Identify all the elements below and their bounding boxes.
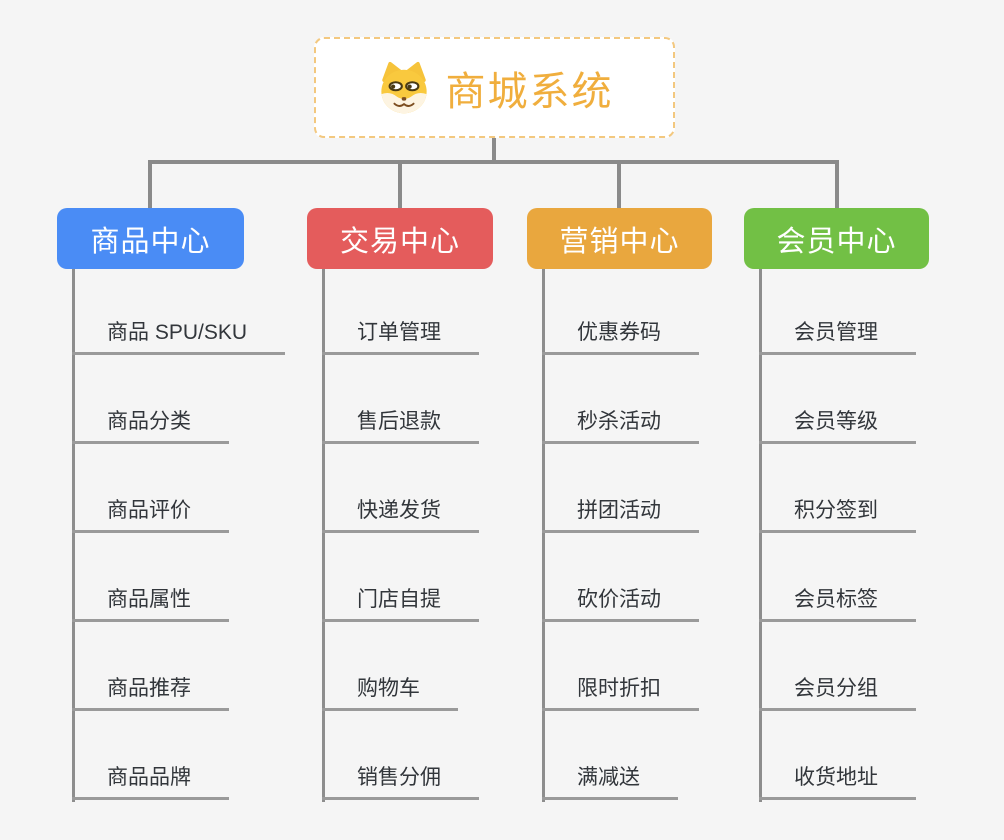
- leaf-node[interactable]: 商品推荐: [72, 675, 229, 711]
- leaf-node[interactable]: 销售分佣: [322, 764, 479, 800]
- leaf-node[interactable]: 拼团活动: [542, 497, 699, 533]
- leaf-node[interactable]: 商品品牌: [72, 764, 229, 800]
- leaf-node[interactable]: 收货地址: [759, 764, 916, 800]
- branch-node-product[interactable]: 商品中心: [57, 208, 244, 269]
- leaf-node[interactable]: 售后退款: [322, 408, 479, 444]
- leaf-node[interactable]: 秒杀活动: [542, 408, 699, 444]
- leaf-node[interactable]: 满减送: [542, 764, 678, 800]
- connector-drop-member: [835, 162, 839, 209]
- connector-drop-marketing: [617, 162, 621, 209]
- leaf-node[interactable]: 会员分组: [759, 675, 916, 711]
- leaf-node[interactable]: 订单管理: [322, 319, 479, 355]
- branch-node-member[interactable]: 会员中心: [744, 208, 929, 269]
- connector-root-stub: [492, 137, 496, 162]
- leaf-node[interactable]: 门店自提: [322, 586, 479, 622]
- leaf-node[interactable]: 商品评价: [72, 497, 229, 533]
- leaf-node[interactable]: 优惠券码: [542, 319, 699, 355]
- leaf-node[interactable]: 会员等级: [759, 408, 916, 444]
- leaf-node[interactable]: 购物车: [322, 675, 458, 711]
- child-connector-trade: [322, 268, 325, 802]
- branch-node-trade[interactable]: 交易中心: [307, 208, 493, 269]
- branch-node-marketing[interactable]: 营销中心: [527, 208, 712, 269]
- leaf-node[interactable]: 商品属性: [72, 586, 229, 622]
- leaf-node[interactable]: 会员标签: [759, 586, 916, 622]
- root-title: 商城系统: [445, 69, 614, 114]
- child-connector-member: [759, 268, 762, 802]
- leaf-node[interactable]: 会员管理: [759, 319, 916, 355]
- leaf-node[interactable]: 商品 SPU/SKU: [72, 319, 286, 355]
- leaf-node[interactable]: 砍价活动: [542, 586, 699, 622]
- shiba-dog-icon: [376, 61, 432, 115]
- connector-drop-trade: [398, 162, 402, 209]
- connector-horizontal-bar: [148, 160, 839, 164]
- leaf-node[interactable]: 快递发货: [322, 497, 479, 533]
- connector-drop-product: [148, 162, 152, 209]
- child-connector-product: [72, 268, 75, 802]
- root-node[interactable]: 商城系统: [314, 37, 675, 138]
- leaf-node[interactable]: 商品分类: [72, 408, 229, 444]
- leaf-node[interactable]: 积分签到: [759, 497, 916, 533]
- leaf-node[interactable]: 限时折扣: [542, 675, 699, 711]
- child-connector-marketing: [542, 268, 545, 802]
